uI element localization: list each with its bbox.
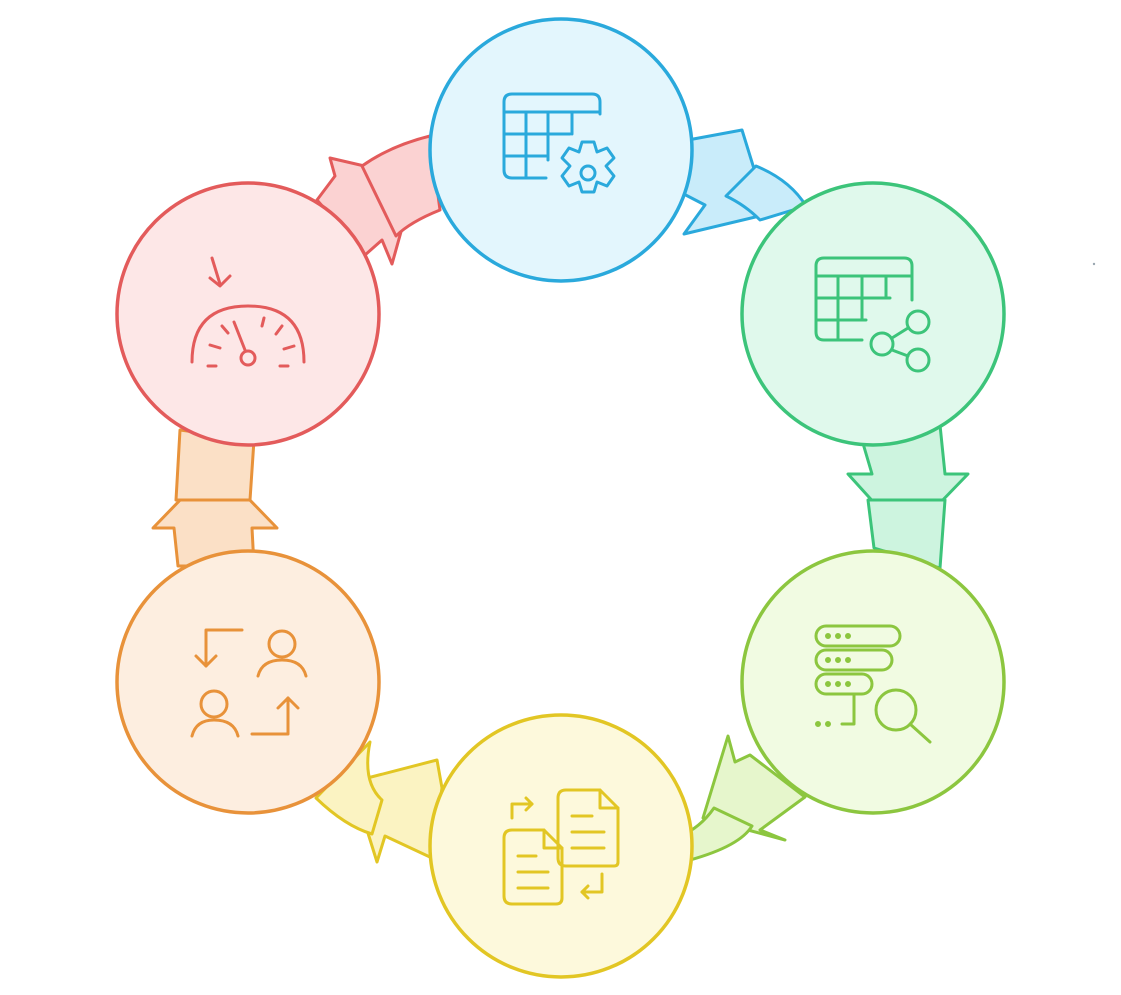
band-step4-to-step5 [314,740,384,836]
documents-swap-icon [502,788,620,906]
band-step1-to-step2 [724,164,808,222]
database-search-icon [814,624,932,744]
table-share-icon [814,256,931,373]
cycle-steps [115,17,1006,979]
step-1-circle [428,17,694,283]
users-exchange-icon [190,628,308,738]
step-5-circle [115,549,381,815]
gauge-icon [190,256,306,368]
speck-dot [1092,262,1096,266]
table-gear-icon [502,92,616,194]
step-6-circle [115,181,381,447]
cycle-arrows [151,128,970,864]
step-2-circle [740,181,1006,447]
